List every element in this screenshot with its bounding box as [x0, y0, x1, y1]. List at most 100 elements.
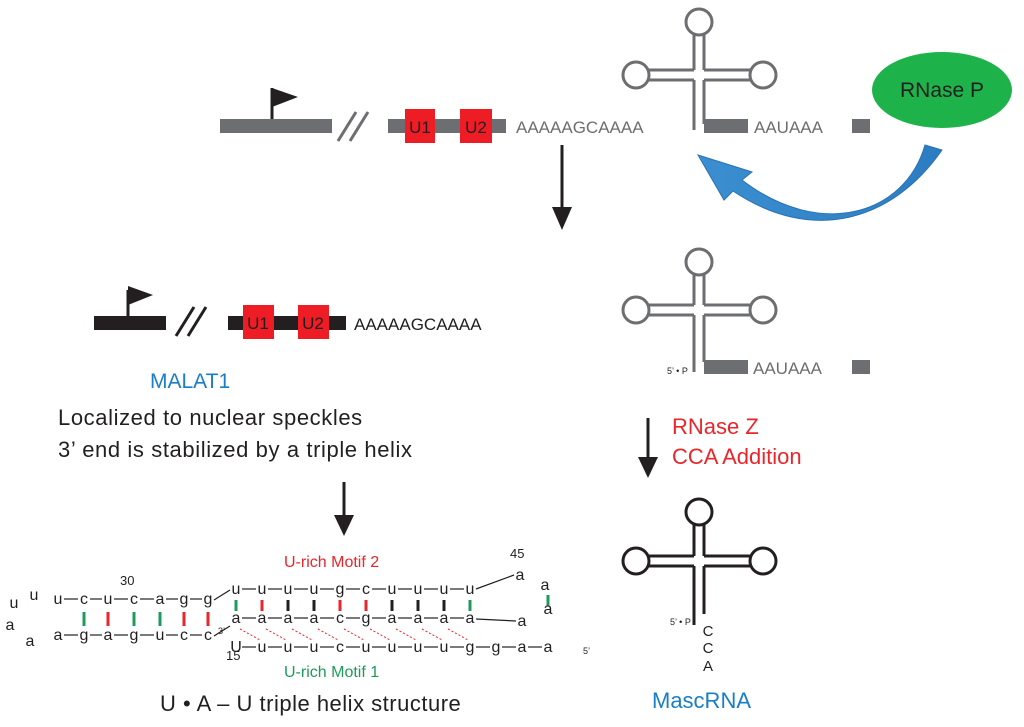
top-strand-base: u [388, 581, 397, 598]
top-gene-bar-right [704, 119, 748, 133]
bot-strand-base: u [388, 639, 397, 656]
left-bot-base: a [54, 627, 63, 644]
bot-strand-base: u [310, 639, 319, 656]
bot-strand-base: u [362, 639, 371, 656]
top-strand-base: u [232, 581, 241, 598]
left-bot-base: a [104, 627, 113, 644]
top-polya-signal: AAAAAGCAAAA [516, 118, 644, 137]
mid-strand-base: a [232, 610, 241, 627]
bot-strand-base: g [466, 639, 475, 656]
left-loop-base: u [10, 595, 19, 612]
helix-arrow-down-icon [334, 482, 354, 536]
top-tail-signal: AAUAAA [754, 118, 824, 137]
mid-u2-label: U2 [302, 314, 324, 333]
left-bot-base: c [180, 627, 188, 644]
triple-helix-structure: U-rich Motif 2 U-rich Motif 1 30 45 15 3… [6, 546, 590, 681]
mid-strand-base: a [388, 610, 397, 627]
rnase-z-label: RNase Z [672, 414, 759, 439]
mid-tail-signal: AAUAAA [753, 359, 823, 378]
bot-strand-base: a [544, 639, 553, 656]
backbone-dash [475, 574, 515, 590]
triple-helix-caption: U • A – U triple helix structure [160, 691, 461, 716]
right-loop-base: a [516, 567, 525, 584]
top-strand-base: u [310, 581, 319, 598]
top-u1-label: U1 [409, 118, 431, 137]
top-u2-box [460, 109, 492, 143]
bot-strand-base: U [230, 639, 242, 656]
mid-strand-base: c [336, 610, 344, 627]
mid-u1-box [243, 305, 274, 339]
rnase-z-arrow-down-icon [638, 418, 658, 478]
mid-strand-base: a [258, 610, 267, 627]
mid-tail-bar [704, 360, 748, 374]
top-u2-label: U2 [465, 118, 487, 137]
left-bot-base: g [80, 627, 89, 644]
backbone-dash [213, 625, 231, 637]
mid-u2-box [298, 305, 329, 339]
top-strand-base: u [414, 581, 423, 598]
hoogsteen-dotted-line [317, 628, 339, 641]
position-15-label: 15 [226, 648, 240, 663]
mascrna-cca-c1: C [703, 623, 714, 640]
processing-arrow-down-icon [552, 145, 572, 230]
left-loop-base: u [30, 587, 39, 604]
bot-strand-base: c [336, 639, 344, 656]
left-top-base: g [180, 591, 189, 608]
left-top-base: u [104, 591, 113, 608]
top-strand-base: u [258, 581, 267, 598]
mid-gene-bar-left [94, 316, 166, 330]
left-bot-base: c [204, 627, 212, 644]
left-bot-base: u [156, 627, 165, 644]
mid-strand-base: a [440, 610, 449, 627]
malat1-label: MALAT1 [150, 370, 230, 393]
top-promoter-flag-icon [270, 88, 298, 119]
cca-addition-label: CCA Addition [672, 444, 802, 469]
mascrna-label: MascRNA [652, 688, 751, 713]
helix-five-prime-label: 5’ [583, 646, 590, 656]
right-loop-base: a [541, 577, 550, 594]
left-top-base: u [54, 591, 63, 608]
mascrna-structure [621, 497, 778, 625]
mid-strand-base: a [466, 610, 475, 627]
backbone-dash [213, 589, 231, 601]
mascrna-cca-c2: C [703, 640, 714, 657]
right-loop-base: a [544, 601, 553, 618]
bot-strand-base: u [440, 639, 449, 656]
left-bot-base: g [130, 627, 139, 644]
top-strand-base: u [440, 581, 449, 598]
rnase-p-enzyme: RNase P [872, 52, 1012, 128]
malat1-description-line1: Localized to nuclear speckles [58, 405, 363, 430]
right-loop-base: a [518, 613, 527, 630]
mid-polya-signal: AAAAAGCAAAA [354, 315, 482, 334]
mascrna-five-prime-phosphate: 5’ • P [670, 617, 691, 627]
mid-break-icon [174, 306, 208, 337]
mid-tail-bar-end [852, 360, 870, 374]
mid-strand-base: a [310, 610, 319, 627]
mid-promoter-flag-icon [126, 286, 153, 316]
left-loop-base: a [6, 617, 15, 634]
mascrna-cca-a: A [703, 658, 713, 675]
top-gene-bar-end [852, 119, 870, 133]
mid-strand-base: g [362, 610, 371, 627]
backbone-dash [475, 618, 517, 622]
rnase-p-cleavage-arrow-icon [696, 144, 943, 221]
top-strand-base: g [336, 581, 345, 598]
bot-strand-base: u [414, 639, 423, 656]
mid-strand-base: a [284, 610, 293, 627]
mid-u1-label: U1 [247, 314, 269, 333]
mid-trna-structure [621, 247, 778, 372]
bot-strand-base: u [258, 639, 267, 656]
malat1-description-line2: 3’ end is stabilized by a triple helix [58, 437, 413, 462]
top-trna-structure [621, 7, 778, 130]
top-break-icon [336, 111, 370, 142]
left-top-base: c [130, 591, 138, 608]
position-45-label: 45 [510, 546, 524, 561]
top-transcript: U1 U2 AAAAAGCAAAA AAUAAA [220, 88, 870, 143]
bot-strand-base: g [492, 639, 501, 656]
top-gene-bar-left [220, 119, 332, 133]
rnase-p-label: RNase P [900, 79, 984, 102]
top-strand-base: c [362, 581, 370, 598]
u-rich-motif-1-label: U-rich Motif 1 [284, 664, 379, 681]
mid-five-prime-phosphate: 5’ • P [667, 366, 688, 376]
